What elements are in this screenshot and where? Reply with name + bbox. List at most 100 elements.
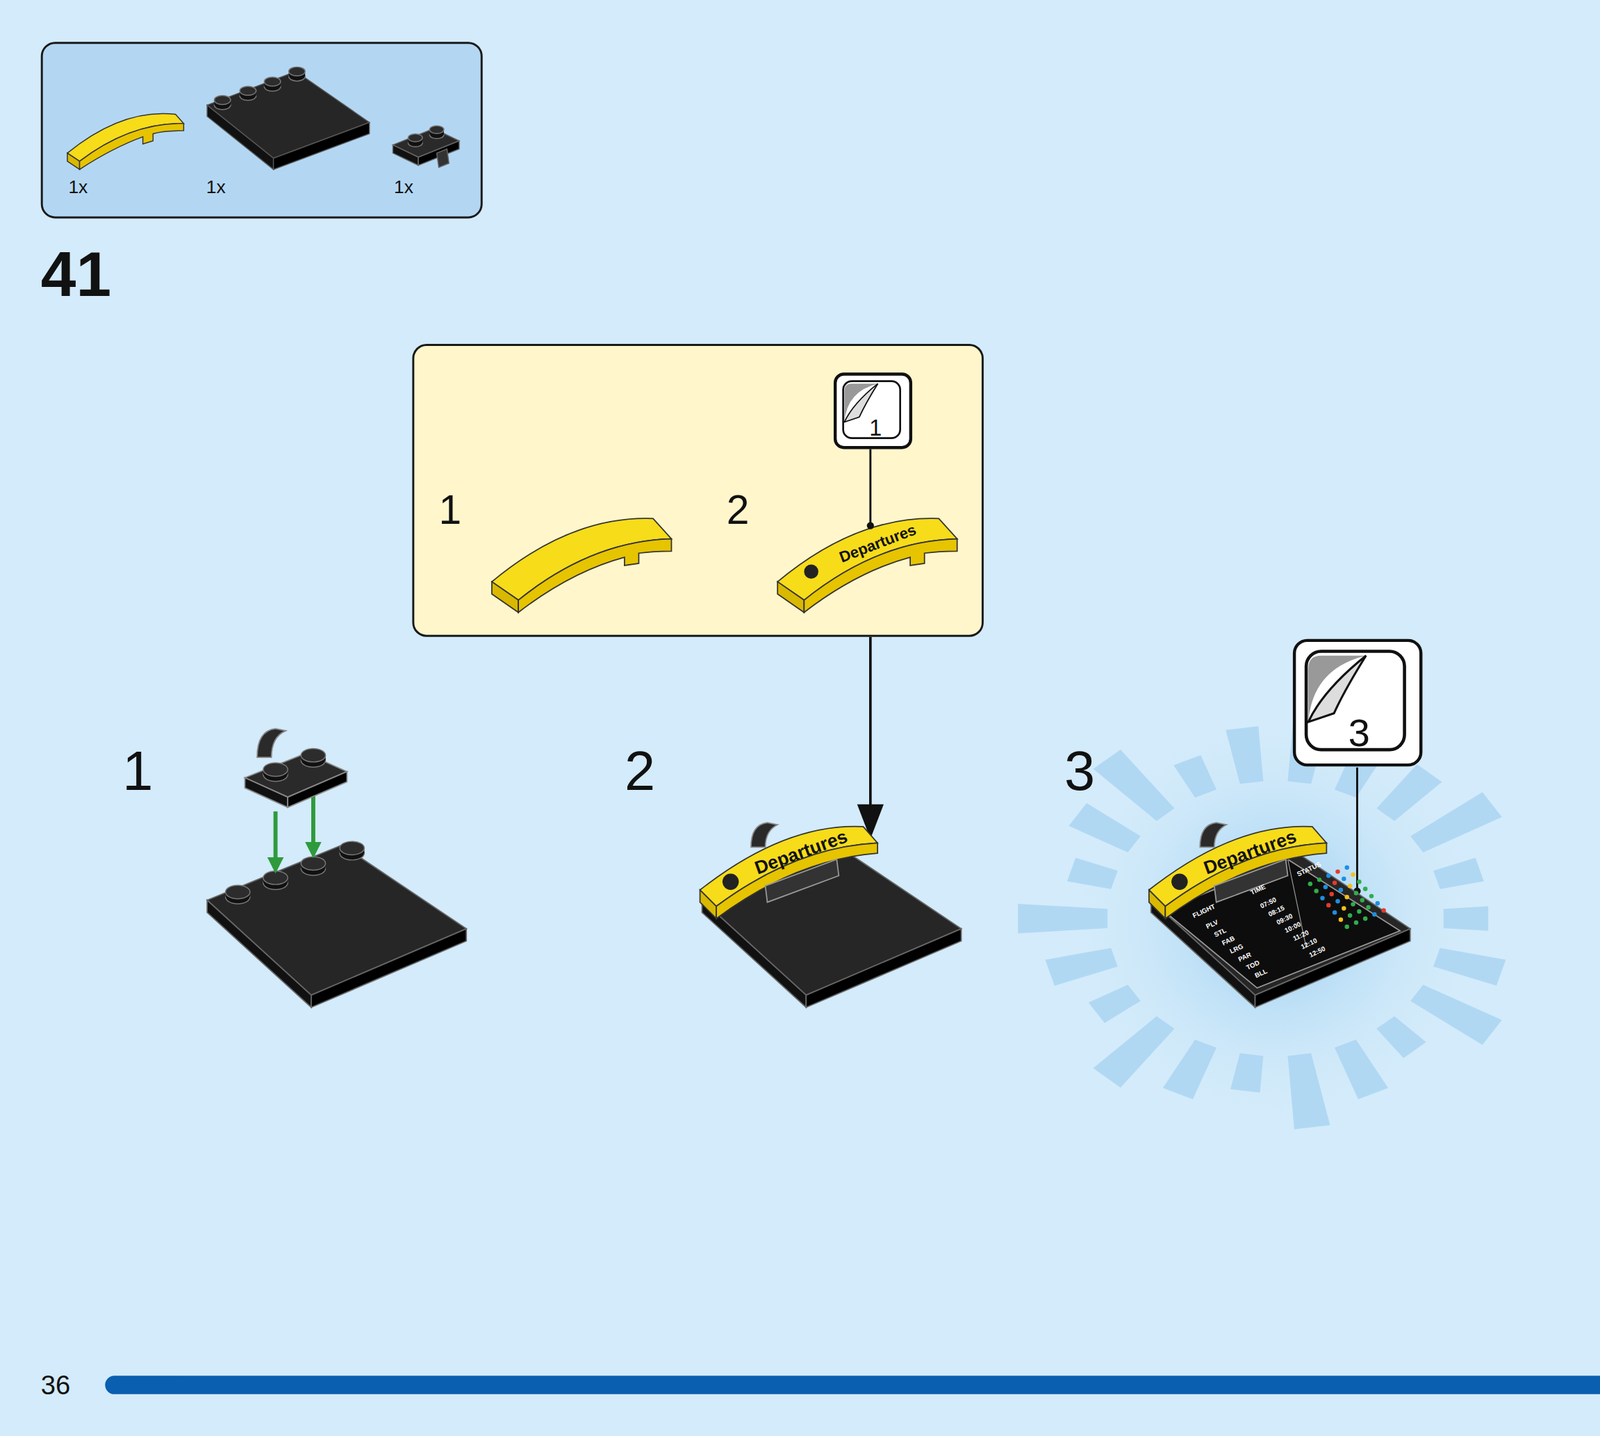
tile-4x4-part: [264, 77, 281, 87]
step-number: 41: [40, 243, 112, 307]
highlight-burst: [1225, 726, 1264, 784]
status-light: [1308, 881, 1313, 886]
assembly-arrow: [869, 637, 872, 809]
stud: [300, 748, 326, 762]
highlight-burst: [1067, 858, 1118, 890]
status-light: [1350, 872, 1355, 877]
status-light: [1345, 865, 1350, 870]
highlight-burst: [1334, 1039, 1389, 1100]
highlight-burst: [1017, 707, 1506, 1130]
highlight-burst: [1093, 1016, 1175, 1088]
sticker-box: 1: [833, 372, 913, 449]
status-light: [1363, 916, 1368, 921]
status-light: [1338, 887, 1343, 893]
curved-slope-mounted: [1171, 873, 1189, 891]
plate-clip-part: [408, 134, 424, 142]
stud: [263, 762, 288, 777]
sub-step-number: 2: [624, 743, 656, 799]
stud: [300, 856, 326, 870]
curved-slope-part: [67, 113, 184, 169]
tile-4x4-part: [207, 104, 274, 170]
status-light: [1338, 917, 1343, 922]
tile-4x4: [805, 928, 961, 1008]
curved-slope-piece: [491, 518, 672, 613]
quantity-label: 1x: [393, 177, 414, 196]
status-light: [1335, 899, 1340, 904]
status-light: [1332, 910, 1337, 915]
status-light: [1345, 924, 1350, 929]
curved-slope-part: [67, 152, 80, 170]
green-arrow: [311, 796, 316, 846]
highlight-burst: [1173, 755, 1217, 798]
callout-number: 3: [1348, 713, 1371, 753]
curved-slope-mounted: [722, 873, 740, 891]
tile-4x4: [1199, 822, 1227, 847]
stud: [225, 841, 365, 904]
plate-clip-part: [392, 125, 459, 168]
tile-4x4: [1151, 822, 1411, 1008]
sub-assembly-callout: 1 2 1: [411, 343, 984, 638]
status-light: [1354, 920, 1359, 925]
plate-clip: [257, 728, 286, 758]
curved-slope-part: [79, 123, 185, 170]
tile-4x4: [311, 928, 467, 1008]
sticker-icon: [844, 383, 878, 422]
status-light: [1335, 869, 1340, 874]
sticker-icon: [1308, 655, 1366, 722]
highlight-burst: [1071, 714, 1480, 1123]
page-bar: [104, 1375, 1600, 1394]
tile-4x4-part: [239, 86, 257, 96]
plate-clip-part: [392, 145, 419, 166]
curved-slope-mounted: [1149, 889, 1166, 919]
callout-number: 1: [869, 417, 882, 440]
highlight-burst: [1230, 1053, 1264, 1093]
highlight-burst: [1433, 948, 1506, 986]
sub-step-number: 3: [1064, 743, 1095, 799]
page-number: 36: [40, 1371, 71, 1398]
curved-slope-piece-with-sticker: [777, 518, 958, 601]
status-light: [1375, 901, 1380, 906]
panel-fill: [41, 43, 482, 218]
curved-slope-piece-with-sticker: [777, 518, 958, 613]
status-light: [1332, 880, 1337, 886]
status-light: [1347, 913, 1352, 918]
highlight-burst: [1288, 1053, 1331, 1129]
status-light: [1329, 892, 1334, 897]
callout-number: 2: [726, 489, 750, 531]
status-light: [1354, 890, 1359, 895]
status-light: [1356, 909, 1362, 914]
status-light: [1326, 903, 1331, 908]
status-light: [1313, 888, 1318, 893]
stud: [339, 841, 365, 855]
curved-slope-mounted: [700, 826, 879, 920]
leader-line: [867, 521, 874, 529]
status-light: [1381, 908, 1386, 913]
tile-4x4-part: [273, 122, 370, 170]
sticker-box: 3: [1292, 639, 1423, 767]
highlight-burst: [1410, 792, 1503, 853]
curved-slope-piece: [491, 581, 519, 613]
status-light: [1356, 879, 1362, 884]
stud: [263, 748, 326, 781]
status-light: [1308, 865, 1387, 930]
highlight-burst: [1088, 984, 1141, 1023]
curved-slope-mounted: [1149, 826, 1327, 920]
leader-line: [869, 448, 872, 523]
tile-4x4: [751, 822, 778, 847]
callout-number: 1: [439, 489, 463, 531]
tile-4x4: [207, 900, 312, 1008]
green-arrow: [304, 842, 322, 859]
sticker-icon: [844, 383, 878, 422]
curved-slope-piece: [491, 518, 672, 601]
plate-clip-part: [429, 125, 444, 134]
parts-list-panel: 1x1x1x: [40, 41, 483, 219]
curved-slope-mounted: [1149, 826, 1327, 907]
status-light: [1347, 883, 1352, 888]
status-light: [1341, 905, 1346, 911]
curved-slope-mounted: [700, 889, 717, 919]
highlight-burst: [1410, 984, 1503, 1045]
panel-fill: [413, 345, 984, 637]
green-arrow: [267, 857, 285, 874]
plate-clip: [245, 777, 289, 808]
tile-4x4: [207, 844, 467, 995]
